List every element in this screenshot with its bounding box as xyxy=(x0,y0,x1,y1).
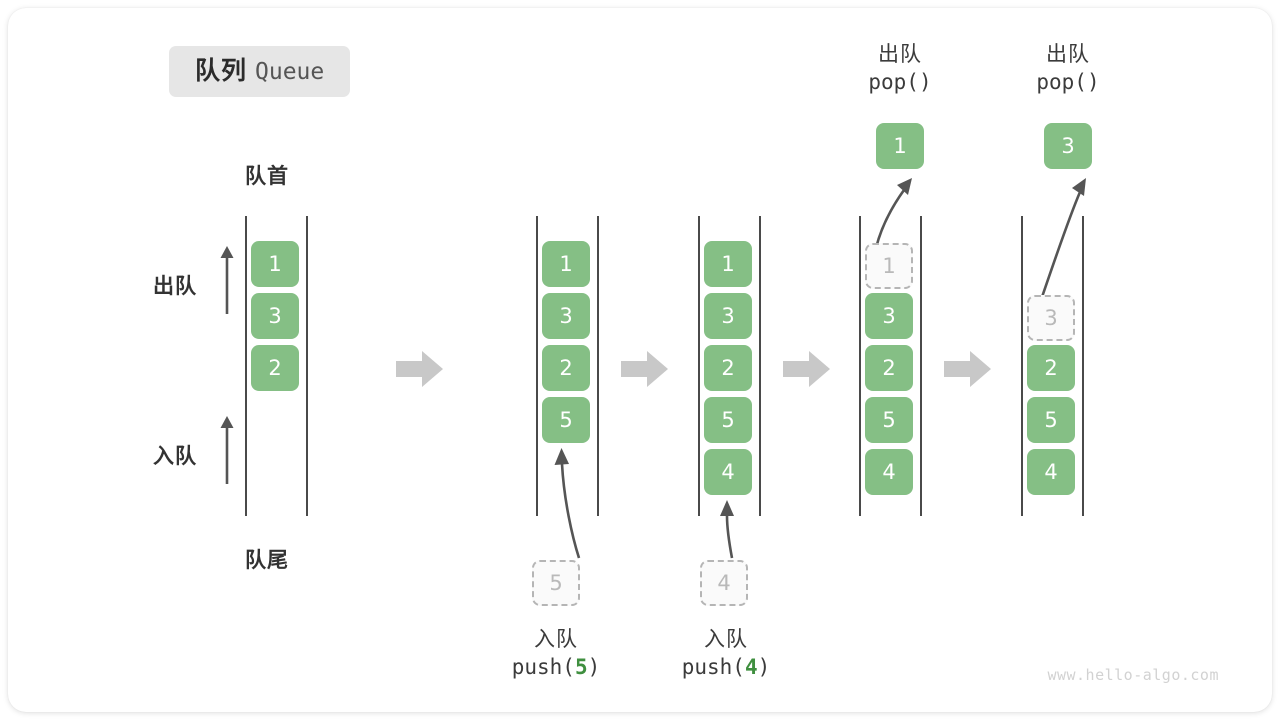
operation-label-cn: 出队 xyxy=(878,42,922,66)
enqueue-direction-label: 入队 xyxy=(153,444,197,468)
diagram-card: 队列 Queue 队首 队尾 出队 入队 1 3 2 1 3 2 5 5 入队 p… xyxy=(8,8,1272,712)
operation-label-code: pop() xyxy=(1036,69,1100,94)
queue-cell: 3 xyxy=(865,293,913,339)
operation-label-code: push(4) xyxy=(681,654,771,679)
incoming-element-ghost: 4 xyxy=(700,560,748,606)
dequeue-arrow-icon xyxy=(874,178,912,249)
queue-cell: 3 xyxy=(704,293,752,339)
queue-cell: 3 xyxy=(542,293,590,339)
queue-cell: 1 xyxy=(542,241,590,287)
step-transition-arrow-icon xyxy=(396,351,443,387)
operation-label-pop-1: 出队 pop() xyxy=(826,41,974,96)
operation-label-code: pop() xyxy=(868,69,932,94)
step-transition-arrow-icon xyxy=(783,351,830,387)
popped-element: 3 xyxy=(1044,123,1092,169)
diagram-title-cn: 队列 xyxy=(195,56,248,85)
diagram-title-en: Queue xyxy=(255,59,325,85)
enqueue-arrow-icon xyxy=(554,448,581,559)
queue-cell: 5 xyxy=(865,397,913,443)
queue-cell: 4 xyxy=(865,449,913,495)
queue-cell: 2 xyxy=(251,345,299,391)
step-transition-arrow-icon xyxy=(621,351,668,387)
queue-cell-new: 5 xyxy=(542,397,590,443)
operation-label-push-4: 入队 push(4) xyxy=(641,626,811,681)
diagram-title-badge: 队列 Queue xyxy=(169,46,351,97)
queue-cell: 5 xyxy=(704,397,752,443)
operation-label-cn: 入队 xyxy=(534,627,578,651)
step-transition-arrow-icon xyxy=(944,351,991,387)
queue-rear-label: 队尾 xyxy=(245,548,289,572)
operation-label-push-5: 入队 push(5) xyxy=(471,626,641,681)
queue-rail-left-3 xyxy=(698,216,700,516)
queue-cell: 3 xyxy=(251,293,299,339)
watermark: www.hello-algo.com xyxy=(1047,666,1219,684)
queue-rail-right-1 xyxy=(306,216,308,516)
removed-element-ghost: 3 xyxy=(1027,295,1075,341)
queue-cell: 2 xyxy=(542,345,590,391)
queue-rail-right-2 xyxy=(597,216,599,516)
dequeue-direction-arrow-icon xyxy=(220,246,234,314)
queue-cell-new: 4 xyxy=(704,449,752,495)
queue-cell: 2 xyxy=(704,345,752,391)
popped-element: 1 xyxy=(876,123,924,169)
queue-rail-left-4 xyxy=(859,216,861,516)
queue-rail-right-5 xyxy=(1082,216,1084,516)
operation-label-cn: 入队 xyxy=(704,627,748,651)
removed-element-ghost: 1 xyxy=(865,243,913,289)
enqueue-arrow-icon xyxy=(720,500,734,559)
queue-cell: 5 xyxy=(1027,397,1075,443)
enqueue-direction-arrow-icon xyxy=(220,416,234,484)
operation-label-code: push(5) xyxy=(511,654,601,679)
dequeue-direction-label: 出队 xyxy=(153,274,197,298)
incoming-element-ghost: 5 xyxy=(532,560,580,606)
queue-cell: 2 xyxy=(1027,345,1075,391)
queue-rail-left-2 xyxy=(536,216,538,516)
queue-rail-left-5 xyxy=(1021,216,1023,516)
queue-cell: 1 xyxy=(251,241,299,287)
queue-rail-right-4 xyxy=(920,216,922,516)
queue-front-label: 队首 xyxy=(245,164,289,188)
queue-cell: 1 xyxy=(704,241,752,287)
operation-label-cn: 出队 xyxy=(1046,42,1090,66)
queue-cell: 2 xyxy=(865,345,913,391)
queue-cell: 4 xyxy=(1027,449,1075,495)
dequeue-arrow-icon xyxy=(1038,178,1086,304)
queue-rail-left-1 xyxy=(245,216,247,516)
queue-rail-right-3 xyxy=(759,216,761,516)
operation-label-pop-3: 出队 pop() xyxy=(994,41,1142,96)
